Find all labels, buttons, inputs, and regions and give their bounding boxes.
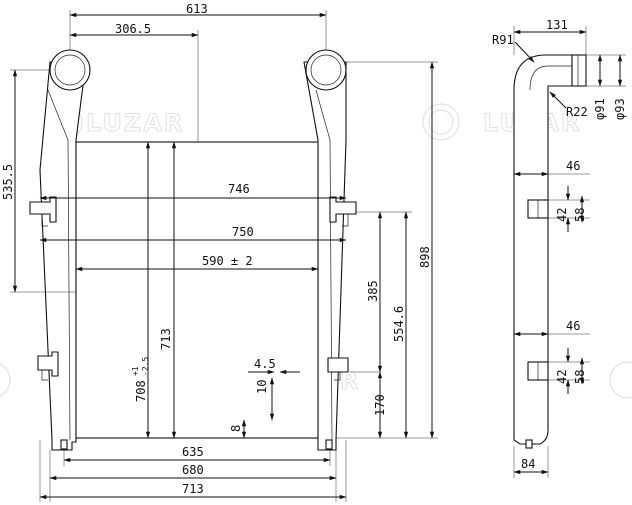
left-bottom-pin xyxy=(60,439,68,450)
dim-590: 590 ± 2 xyxy=(202,254,253,268)
dim-170: 170 xyxy=(373,394,387,416)
dim-750: 750 xyxy=(232,225,254,239)
dim-708-tol-upper: +1 xyxy=(131,366,140,376)
dim-306-5: 306.5 xyxy=(115,22,151,36)
left-bracket-upper xyxy=(29,196,57,223)
side-inlet xyxy=(571,54,587,87)
watermark-text-1: LUZAR xyxy=(86,109,184,137)
dim-lower-46: 46 xyxy=(566,319,580,333)
dim-898: 898 xyxy=(418,246,432,268)
left-bracket-lower xyxy=(37,351,59,377)
dim-lower-42: 42 xyxy=(555,370,569,384)
dim-708: 708 xyxy=(134,380,148,402)
right-bracket-lower xyxy=(327,357,349,373)
side-bottom-pin xyxy=(525,439,533,449)
dim-8: 8 xyxy=(229,425,243,432)
right-bottom-pin xyxy=(325,439,333,450)
dim-phi93: φ93 xyxy=(613,98,627,120)
dim-554-6: 554.6 xyxy=(392,306,406,342)
dim-phi91: φ91 xyxy=(593,98,607,120)
front-dimensions: 613 306.5 535.5 746 750 590 ± 2 713 708 … xyxy=(1,2,438,502)
right-inlet-pipe xyxy=(305,49,347,91)
dim-r22: R22 xyxy=(566,105,588,119)
dim-680: 680 xyxy=(182,463,204,477)
side-tank xyxy=(513,54,573,445)
dim-613: 613 xyxy=(186,2,208,16)
left-inlet-pipe xyxy=(49,49,91,91)
dim-131: 131 xyxy=(546,18,568,32)
core xyxy=(75,141,319,439)
side-dimensions: 131 R91 R22 φ91 φ93 46 42 58 46 42 xyxy=(492,18,627,478)
dim-upper-58: 58 xyxy=(573,208,587,222)
dim-385: 385 xyxy=(366,280,380,302)
dim-535-5: 535.5 xyxy=(1,164,15,200)
front-view xyxy=(29,49,357,451)
dim-lower-58: 58 xyxy=(573,370,587,384)
side-view xyxy=(513,54,587,449)
dim-746: 746 xyxy=(228,182,250,196)
dim-upper-42: 42 xyxy=(555,208,569,222)
dim-10: 10 xyxy=(255,380,269,394)
dim-r91: R91 xyxy=(492,33,514,47)
dim-708-tol-lower: -2.5 xyxy=(141,357,150,376)
dim-4-5: 4.5 xyxy=(254,357,276,371)
dim-84: 84 xyxy=(521,457,535,471)
dim-upper-46: 46 xyxy=(566,159,580,173)
dim-635: 635 xyxy=(182,445,204,459)
dim-713-vertical: 713 xyxy=(159,328,173,350)
dim-713-bottom: 713 xyxy=(182,482,204,496)
